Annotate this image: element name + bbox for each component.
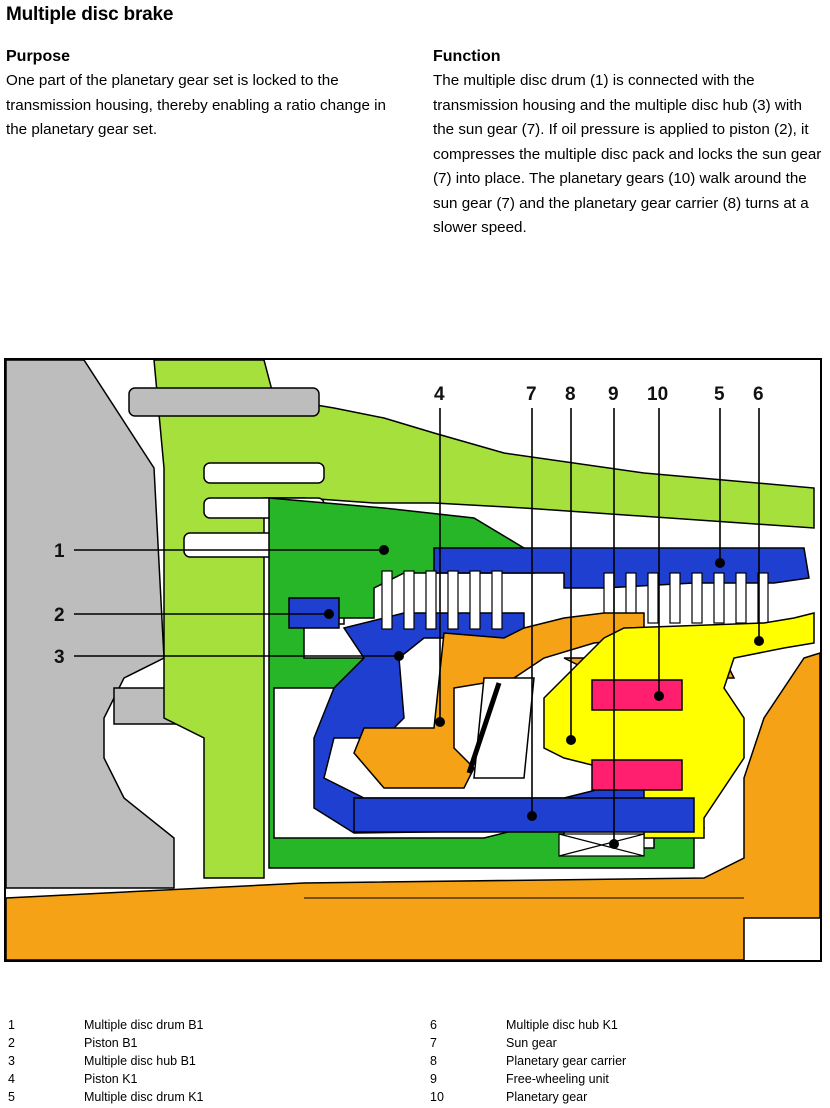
free-wheeling-unit bbox=[558, 833, 645, 857]
callout-5: 5 bbox=[714, 384, 725, 405]
callout-2: 2 bbox=[54, 605, 65, 626]
grey-housing bbox=[5, 359, 175, 889]
callout-3: 3 bbox=[54, 647, 65, 668]
page-title: Multiple disc brake bbox=[6, 4, 174, 25]
callout-9: 9 bbox=[608, 384, 619, 405]
disc-pack-k1 bbox=[603, 572, 769, 624]
function-heading: Function bbox=[433, 48, 501, 65]
callout-10: 10 bbox=[647, 384, 668, 405]
brake-cross-section-diagram: 1 2 3 4 7 8 9 10 5 6 bbox=[4, 358, 822, 962]
callout-8: 8 bbox=[565, 384, 576, 405]
purpose-heading: Purpose bbox=[6, 48, 71, 65]
disc-pack-b1 bbox=[381, 570, 503, 630]
function-text: The multiple disc drum (1) is connected … bbox=[433, 72, 822, 236]
callout-7: 7 bbox=[526, 384, 537, 405]
callout-6: 6 bbox=[753, 384, 764, 405]
planetary-gear-upper bbox=[591, 679, 683, 711]
leader-dots bbox=[324, 545, 764, 849]
purpose-section: Purpose One part of the planetary gear s… bbox=[6, 48, 398, 143]
callout-1: 1 bbox=[54, 541, 65, 562]
callout-4: 4 bbox=[434, 384, 445, 405]
input-shaft bbox=[5, 651, 821, 961]
purpose-text: One part of the planetary gear set is lo… bbox=[6, 72, 386, 138]
leader-lines bbox=[74, 408, 760, 844]
light-green-housing bbox=[153, 359, 815, 879]
sun-gear bbox=[353, 797, 695, 833]
planetary-gear-lower bbox=[591, 759, 683, 791]
function-section: Function The multiple disc drum (1) is c… bbox=[433, 48, 825, 241]
